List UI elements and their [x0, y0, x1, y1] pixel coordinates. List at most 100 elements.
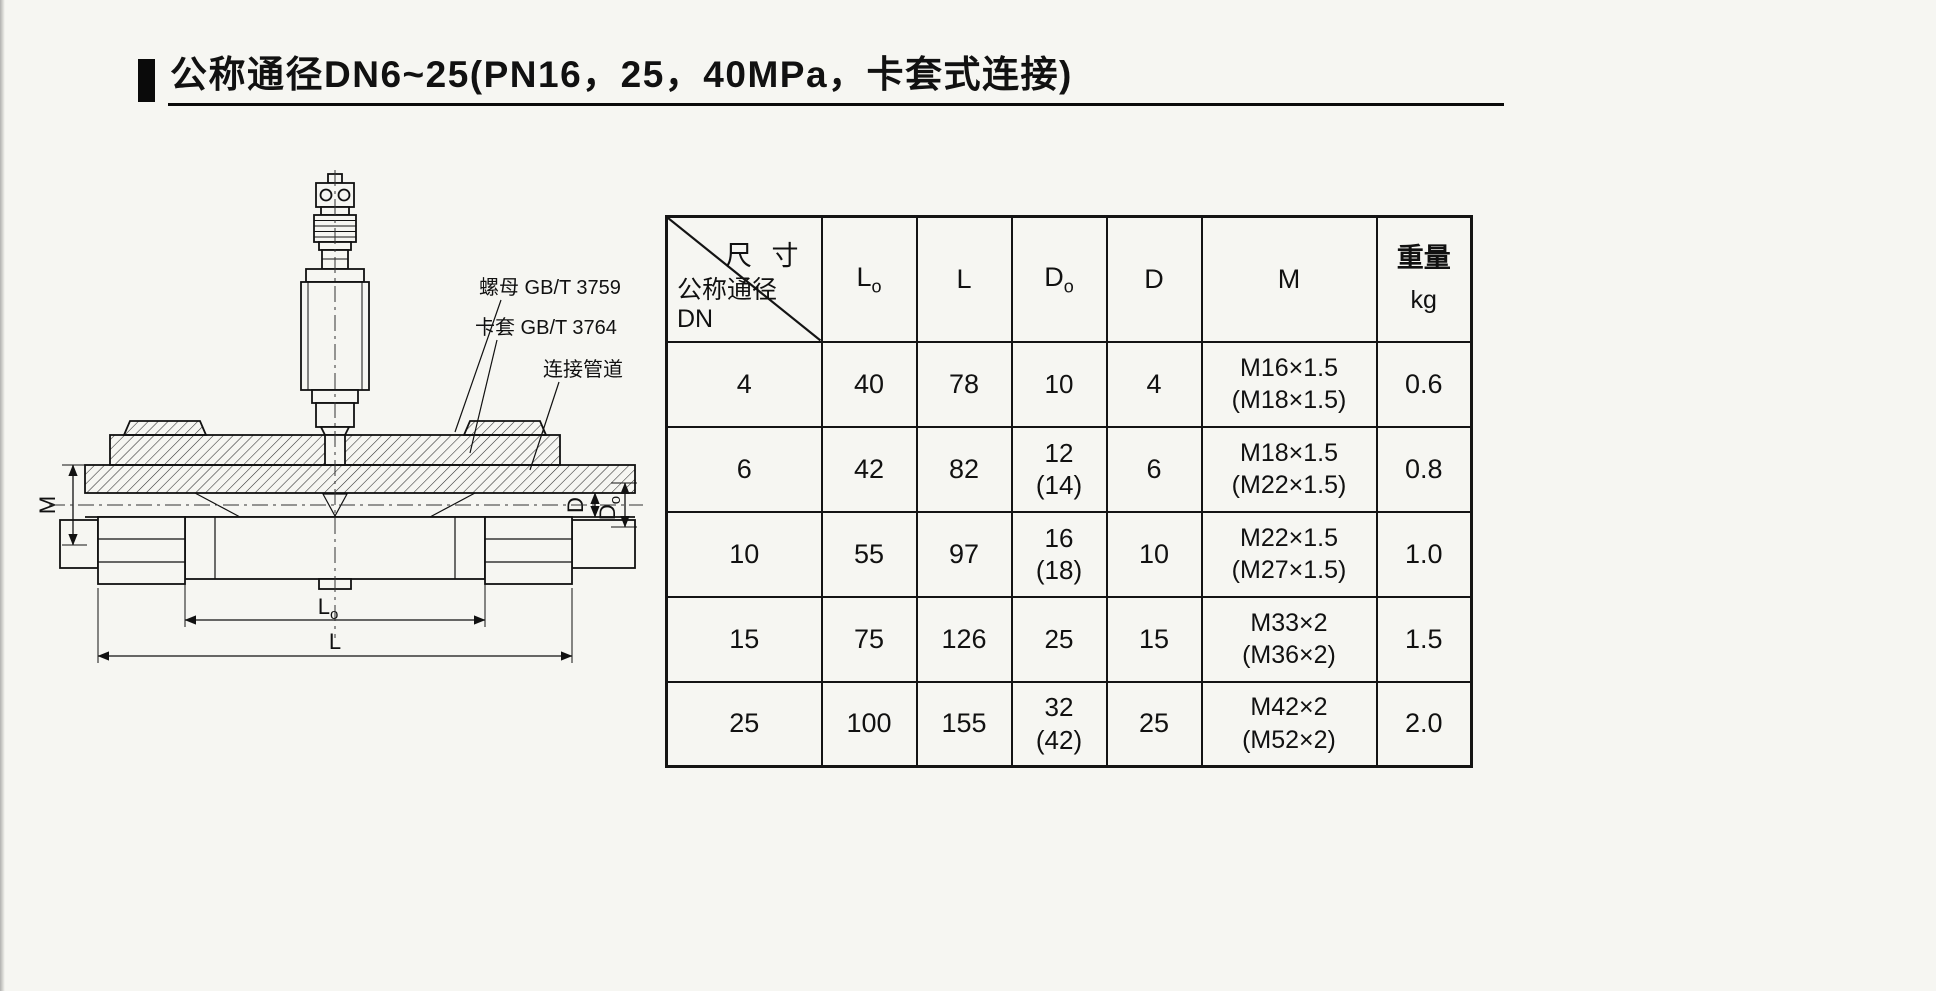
m-label: M: [1277, 263, 1301, 294]
pipe-section-hatch: [84, 464, 636, 518]
cell-lo: 75: [820, 595, 918, 683]
table-header-row: 尺 寸 公称通径 DN Lo L Do D M 重量 kg: [665, 215, 1473, 343]
lo-value: 42: [853, 453, 885, 484]
cell-l: 155: [915, 680, 1013, 768]
d-value: 25: [1138, 708, 1170, 739]
callout-labels: 螺母 GB/T 3759 卡套 GB/T 3764 连接管道: [475, 276, 623, 381]
m-value: M16×1.5: [1240, 353, 1338, 382]
cell-do: 32(42): [1010, 680, 1108, 768]
dim-lo-label: Lo: [318, 594, 339, 623]
do-alt-value: (18): [1035, 555, 1083, 585]
weight-label: 重量: [1396, 242, 1451, 273]
cell-m: M33×2 (M36×2): [1200, 595, 1378, 683]
lo-value: 40: [853, 368, 885, 399]
cell-d: 25: [1105, 680, 1203, 768]
do-value: 32: [1044, 692, 1074, 723]
lo-value: 75: [853, 623, 885, 654]
cell-do: 10: [1010, 340, 1108, 428]
do-alt-value: (14): [1035, 470, 1083, 500]
d-value: 6: [1146, 453, 1162, 484]
lo-base: L: [856, 261, 872, 292]
m-alt-value: (M36×2): [1242, 641, 1336, 669]
centerlines: [49, 170, 643, 638]
cell-dn: 10: [665, 510, 823, 598]
do-sub: o: [1063, 275, 1074, 296]
m-alt-value: (M52×2): [1242, 725, 1336, 754]
cell-dn: 15: [665, 595, 823, 683]
title-row: 公称通径DN6~25(PN16，25，40MPa，卡套式连接): [138, 52, 1504, 102]
table-row: 10 55 97 16(18) 10 M22×1.5(M27×1.5) 1.0: [665, 510, 1473, 598]
table-row: 6 42 82 12(14) 6 M18×1.5(M22×1.5) 0.8: [665, 425, 1473, 513]
cell-m: M22×1.5 (M27×1.5): [1200, 510, 1378, 598]
callout-leader-lines: [454, 299, 560, 471]
technical-drawing: M D Do Lo L 螺母 GB/T 3759 卡套 GB/T 3764 连接…: [35, 170, 643, 663]
do-value: 16: [1044, 522, 1074, 553]
cell-d: 6: [1105, 425, 1203, 513]
cell-weight: 0.8: [1375, 425, 1473, 513]
page-title: 公称通径DN6~25(PN16，25，40MPa，卡套式连接): [170, 54, 1073, 95]
cell-do: 25: [1010, 595, 1108, 683]
cell-d: 15: [1105, 595, 1203, 683]
d-value: 15: [1138, 623, 1170, 654]
cell-weight: 1.5: [1375, 595, 1473, 683]
dn-value: 25: [729, 708, 760, 739]
dn-value: 15: [729, 623, 760, 654]
flow-body: [59, 516, 636, 590]
cell-dn: 4: [665, 340, 823, 428]
cell-weight: 0.6: [1375, 340, 1473, 428]
title-underline: [168, 103, 1504, 106]
weight-value: 0.8: [1404, 453, 1443, 484]
col-header-l: L: [915, 215, 1013, 343]
m-value: M33×2: [1250, 608, 1328, 637]
corner-dn-line2: DN: [677, 305, 714, 333]
cell-lo: 100: [820, 680, 918, 768]
l-value: 78: [948, 368, 980, 399]
cell-d: 4: [1105, 340, 1203, 428]
weight-value: 1.5: [1404, 623, 1443, 654]
cell-dn: 6: [665, 425, 823, 513]
cell-do: 12(14): [1010, 425, 1108, 513]
corner-dn-line1: 公称通径: [677, 275, 778, 304]
hex-nut-left: [97, 516, 186, 585]
m-value: M22×1.5: [1240, 523, 1338, 552]
col-header-lo: Lo: [820, 215, 918, 343]
cell-weight: 2.0: [1375, 680, 1473, 768]
cell-weight: 1.0: [1375, 510, 1473, 598]
dn-value: 10: [729, 538, 760, 569]
hex-nut-right: [484, 516, 573, 585]
col-header-m: M: [1200, 215, 1378, 343]
cell-m: M42×2(M52×2): [1200, 680, 1378, 768]
l-value: 82: [948, 453, 980, 484]
lo-value: 100: [846, 708, 892, 739]
weight-unit-label: kg: [1410, 285, 1437, 314]
d-label: D: [1144, 263, 1164, 294]
cell-d: 10: [1105, 510, 1203, 598]
dimension-table: 尺 寸 公称通径 DN Lo L Do D M 重量 kg 4 40 78 10…: [665, 215, 1473, 768]
col-header-weight: 重量 kg: [1375, 215, 1473, 343]
dimension-labels: M D Do Lo L: [35, 496, 624, 654]
weight-value: 2.0: [1404, 708, 1443, 739]
l-label: L: [956, 263, 972, 294]
do-value: 10: [1044, 368, 1074, 399]
m-alt-value: (M22×1.5): [1231, 471, 1347, 499]
table-row: 4 40 78 10 4 M16×1.5 (M18×1.5) 0.6: [665, 340, 1473, 428]
cell-l: 82: [915, 425, 1013, 513]
do-base: D: [1044, 261, 1064, 292]
cell-do: 16(18): [1010, 510, 1108, 598]
title-marker: [138, 59, 155, 102]
pipe-stub-left: [59, 519, 99, 569]
do-value: 25: [1044, 623, 1074, 654]
dn-value: 4: [736, 368, 752, 399]
lo-sub: o: [871, 275, 882, 296]
lo-value: 55: [853, 538, 885, 569]
dim-m-label: M: [35, 496, 60, 514]
pipe-stub-right: [571, 519, 636, 569]
m-alt-value: (M27×1.5): [1231, 556, 1347, 584]
cell-lo: 40: [820, 340, 918, 428]
d-value: 10: [1138, 538, 1170, 569]
dn-value: 6: [736, 453, 752, 484]
cell-lo: 42: [820, 425, 918, 513]
corner-diagonal-line: [668, 218, 821, 341]
do-alt-value: (42): [1035, 724, 1083, 755]
m-alt-value: (M18×1.5): [1231, 386, 1347, 414]
